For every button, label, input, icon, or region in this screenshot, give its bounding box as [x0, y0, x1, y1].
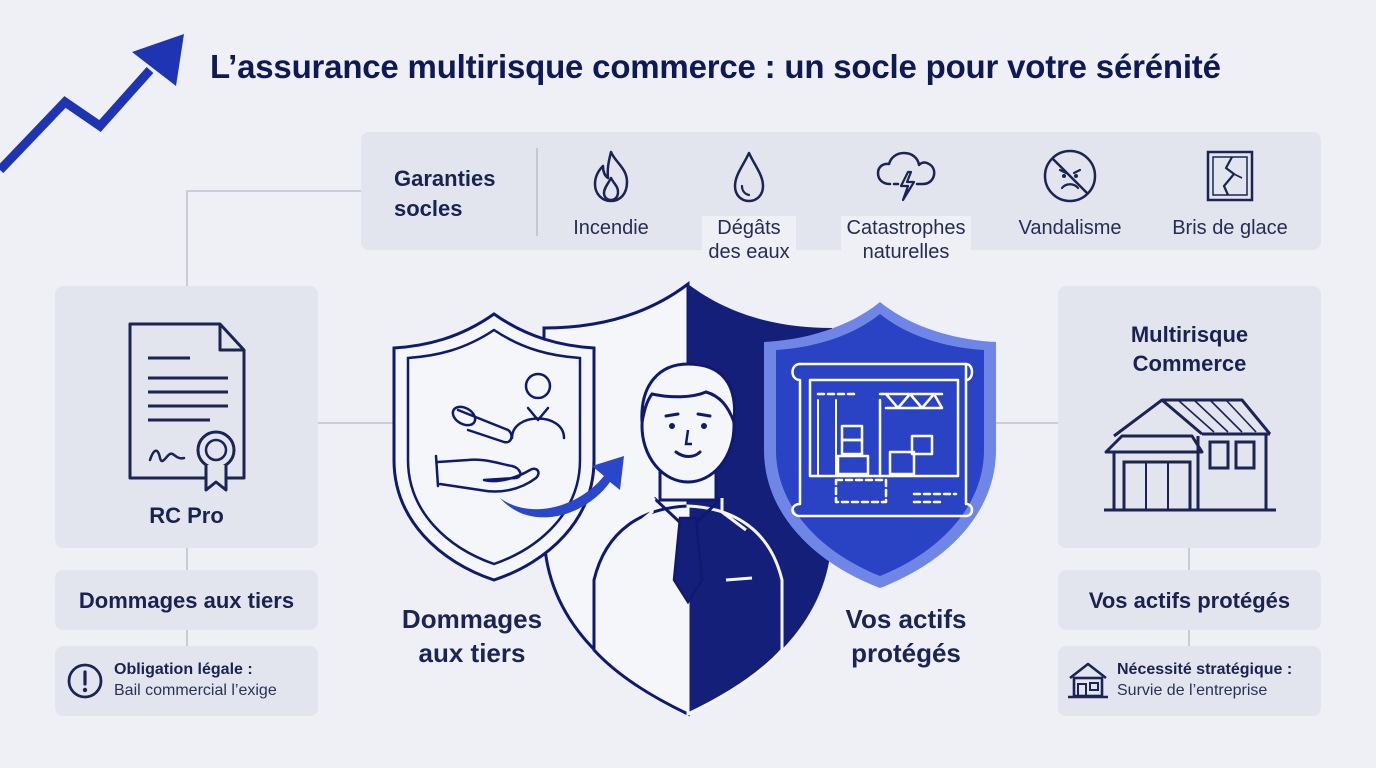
rc-pro-label: RC Pro — [149, 503, 224, 528]
house-icon — [1068, 662, 1108, 699]
contract-document-icon — [128, 322, 246, 492]
guarantees-label-line1: Garanties — [394, 166, 496, 191]
guarantee-vandalism-label: Vandalisme — [1018, 217, 1122, 239]
connector-line — [186, 630, 188, 646]
multirisk-title-line1: Multirisque — [1130, 322, 1249, 347]
fire-icon — [593, 150, 629, 203]
multirisk-title-line2: Commerce — [1132, 351, 1247, 376]
growth-arrow-icon — [0, 34, 184, 174]
guarantee-item-water: Dégâts des eaux — [674, 148, 824, 266]
center-right-label: Vos actifs protégés — [806, 602, 1006, 670]
guarantee-item-vandalism: Vandalisme — [995, 148, 1145, 240]
guarantee-water-line1: Dégâts — [717, 217, 781, 239]
legal-obligation-box — [55, 646, 318, 716]
businessman-figure — [592, 362, 784, 717]
guarantee-item-glass: Bris de glace — [1155, 148, 1305, 240]
handshake-diploma-icon — [434, 372, 566, 493]
guarantee-item-storm: Catastrophes naturelles — [831, 148, 981, 266]
center-left-label: Dommages aux tiers — [372, 602, 572, 670]
guarantee-storm-label: Catastrophes naturelles — [840, 216, 972, 266]
guarantee-water-line2: des eaux — [708, 241, 790, 263]
shop-building-icon — [1104, 398, 1276, 512]
water-drop-icon — [733, 151, 765, 203]
center-left-line2: aux tiers — [418, 638, 526, 668]
connector-line — [186, 548, 188, 570]
strategic-necessity-text: Nécessité stratégique : Survie de l’entr… — [1117, 659, 1292, 701]
guarantee-storm-line1: Catastrophes — [846, 217, 966, 239]
assets-protected-label: Vos actifs protégés — [1088, 588, 1291, 613]
third-party-damage-label: Dommages aux tiers — [78, 588, 295, 613]
connector-line — [318, 422, 398, 424]
guarantee-fire-label: Incendie — [573, 217, 649, 239]
multirisk-title: Multirisque Commerce — [1058, 320, 1321, 378]
strategic-necessity-detail: Survie de l’entreprise — [1117, 682, 1268, 699]
broken-glass-icon — [1206, 150, 1254, 202]
rc-pro-card — [55, 286, 318, 548]
storm-cloud-icon — [876, 151, 936, 202]
guarantee-water-label: Dégâts des eaux — [702, 216, 796, 266]
curved-arrow-icon — [500, 456, 624, 518]
third-party-damage-box — [55, 570, 318, 630]
exclamation-icon — [67, 663, 103, 699]
connector-line — [1188, 630, 1190, 646]
vandalism-icon — [1043, 149, 1097, 203]
connector-line — [990, 422, 1058, 424]
legal-obligation-detail: Bail commercial l’exige — [114, 682, 277, 699]
guarantee-glass-label: Bris de glace — [1172, 217, 1288, 239]
connector-line — [186, 190, 188, 286]
guarantee-item-fire: Incendie — [536, 148, 686, 240]
connector-line — [186, 190, 362, 192]
center-right-line1: Vos actifs — [845, 604, 967, 634]
center-left-line1: Dommages — [401, 604, 543, 634]
center-right-line2: protégés — [851, 638, 961, 668]
guarantees-label: Garanties socles — [394, 164, 496, 224]
connector-line — [1188, 548, 1190, 570]
divider — [536, 148, 538, 236]
page-title: L’assurance multirisque commerce : un so… — [210, 48, 1221, 85]
strategic-necessity-title: Nécessité stratégique : — [1117, 661, 1293, 678]
guarantees-label-line2: socles — [394, 196, 463, 221]
assets-protected-box — [1058, 570, 1321, 630]
legal-obligation-title: Obligation légale : — [114, 661, 253, 678]
central-shield-illustration — [392, 280, 996, 717]
guarantee-storm-line2: naturelles — [862, 241, 950, 263]
warehouse-blueprint-icon — [791, 362, 974, 518]
legal-obligation-text: Obligation légale : Bail commercial l’ex… — [114, 659, 277, 701]
